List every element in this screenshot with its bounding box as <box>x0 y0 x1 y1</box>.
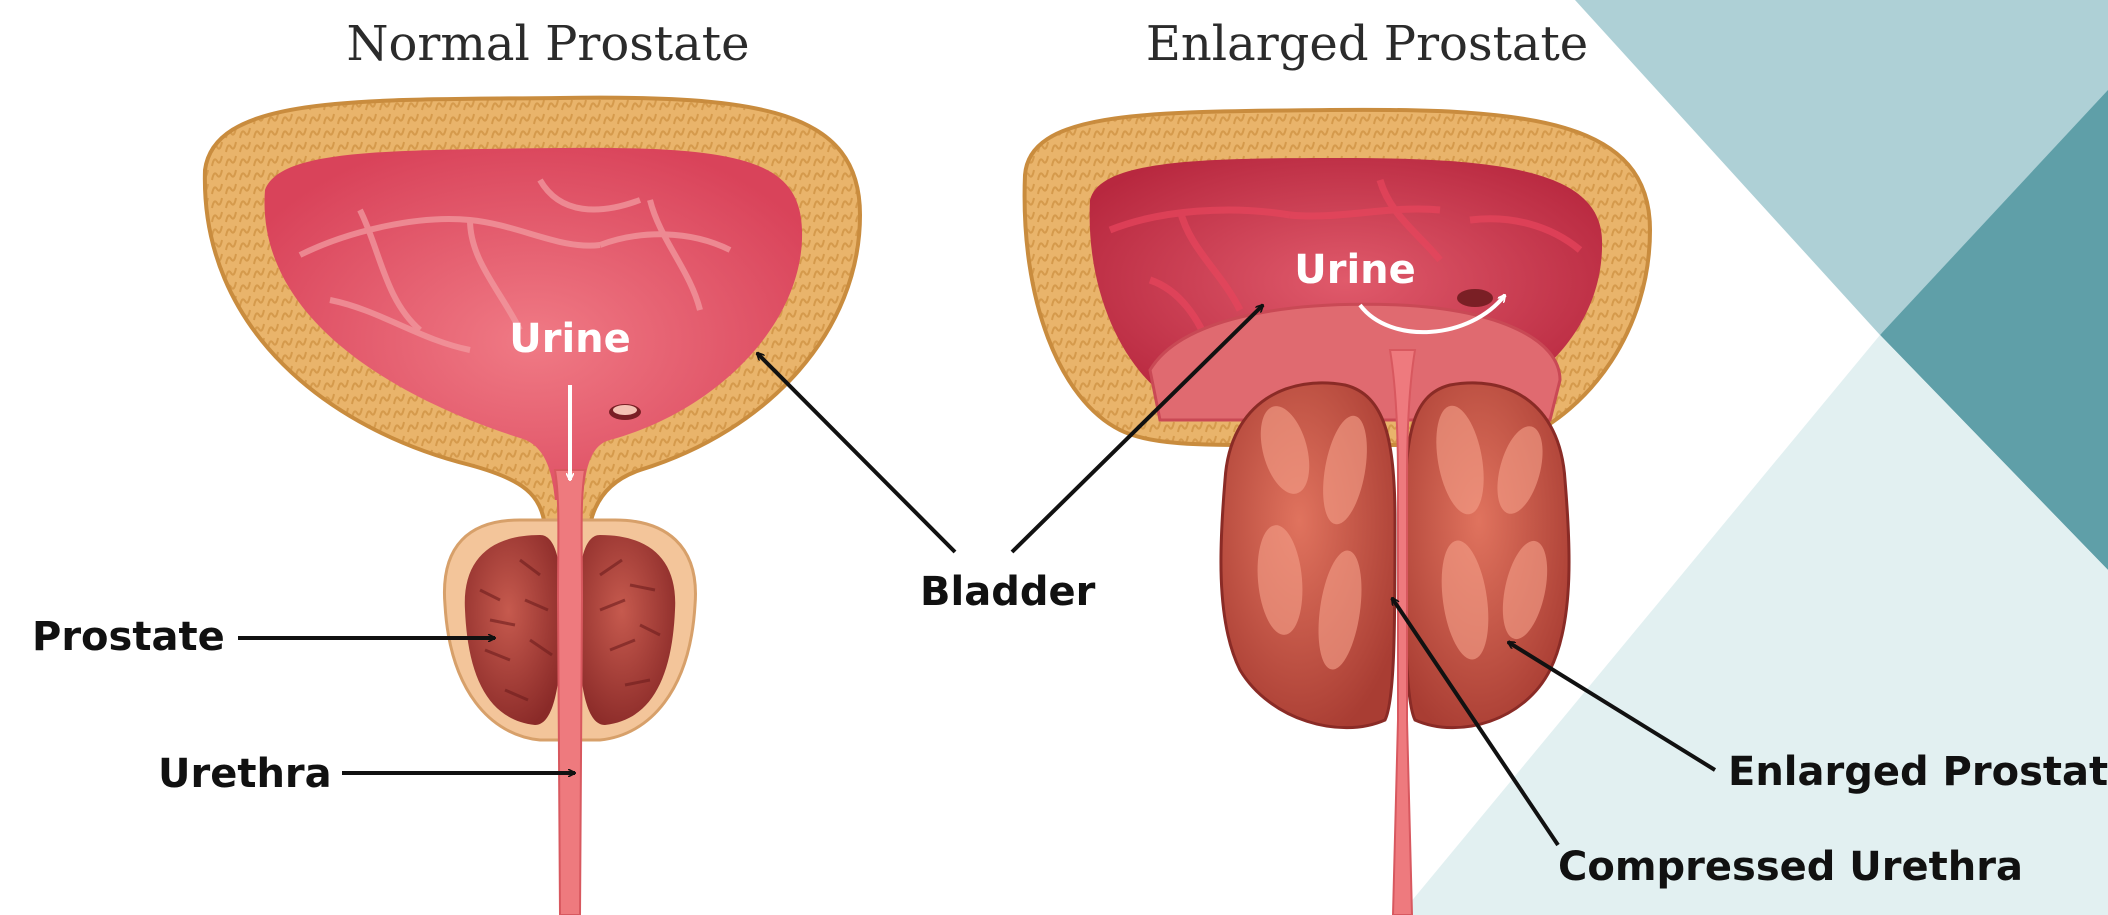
title-enlarged-prostate: Enlarged Prostate <box>1146 16 1588 72</box>
label-bladder: Bladder <box>920 569 1096 615</box>
label-urethra: Urethra <box>158 751 332 797</box>
arrow-bladder-normal <box>757 353 955 552</box>
enlarged-prostate-left-lobe <box>1221 383 1395 728</box>
label-urine-normal: Urine <box>509 316 631 362</box>
title-normal-prostate: Normal Prostate <box>347 16 750 72</box>
label-urine-enlarged: Urine <box>1294 247 1416 293</box>
normal-urethra <box>555 470 585 915</box>
label-compressed-urethra: Compressed Urethra <box>1558 844 2023 890</box>
enlarged-ureter-opening <box>1457 289 1493 307</box>
label-enlarged-prostate: Enlarged Prostate <box>1728 749 2108 795</box>
label-prostate: Prostate <box>32 614 225 660</box>
